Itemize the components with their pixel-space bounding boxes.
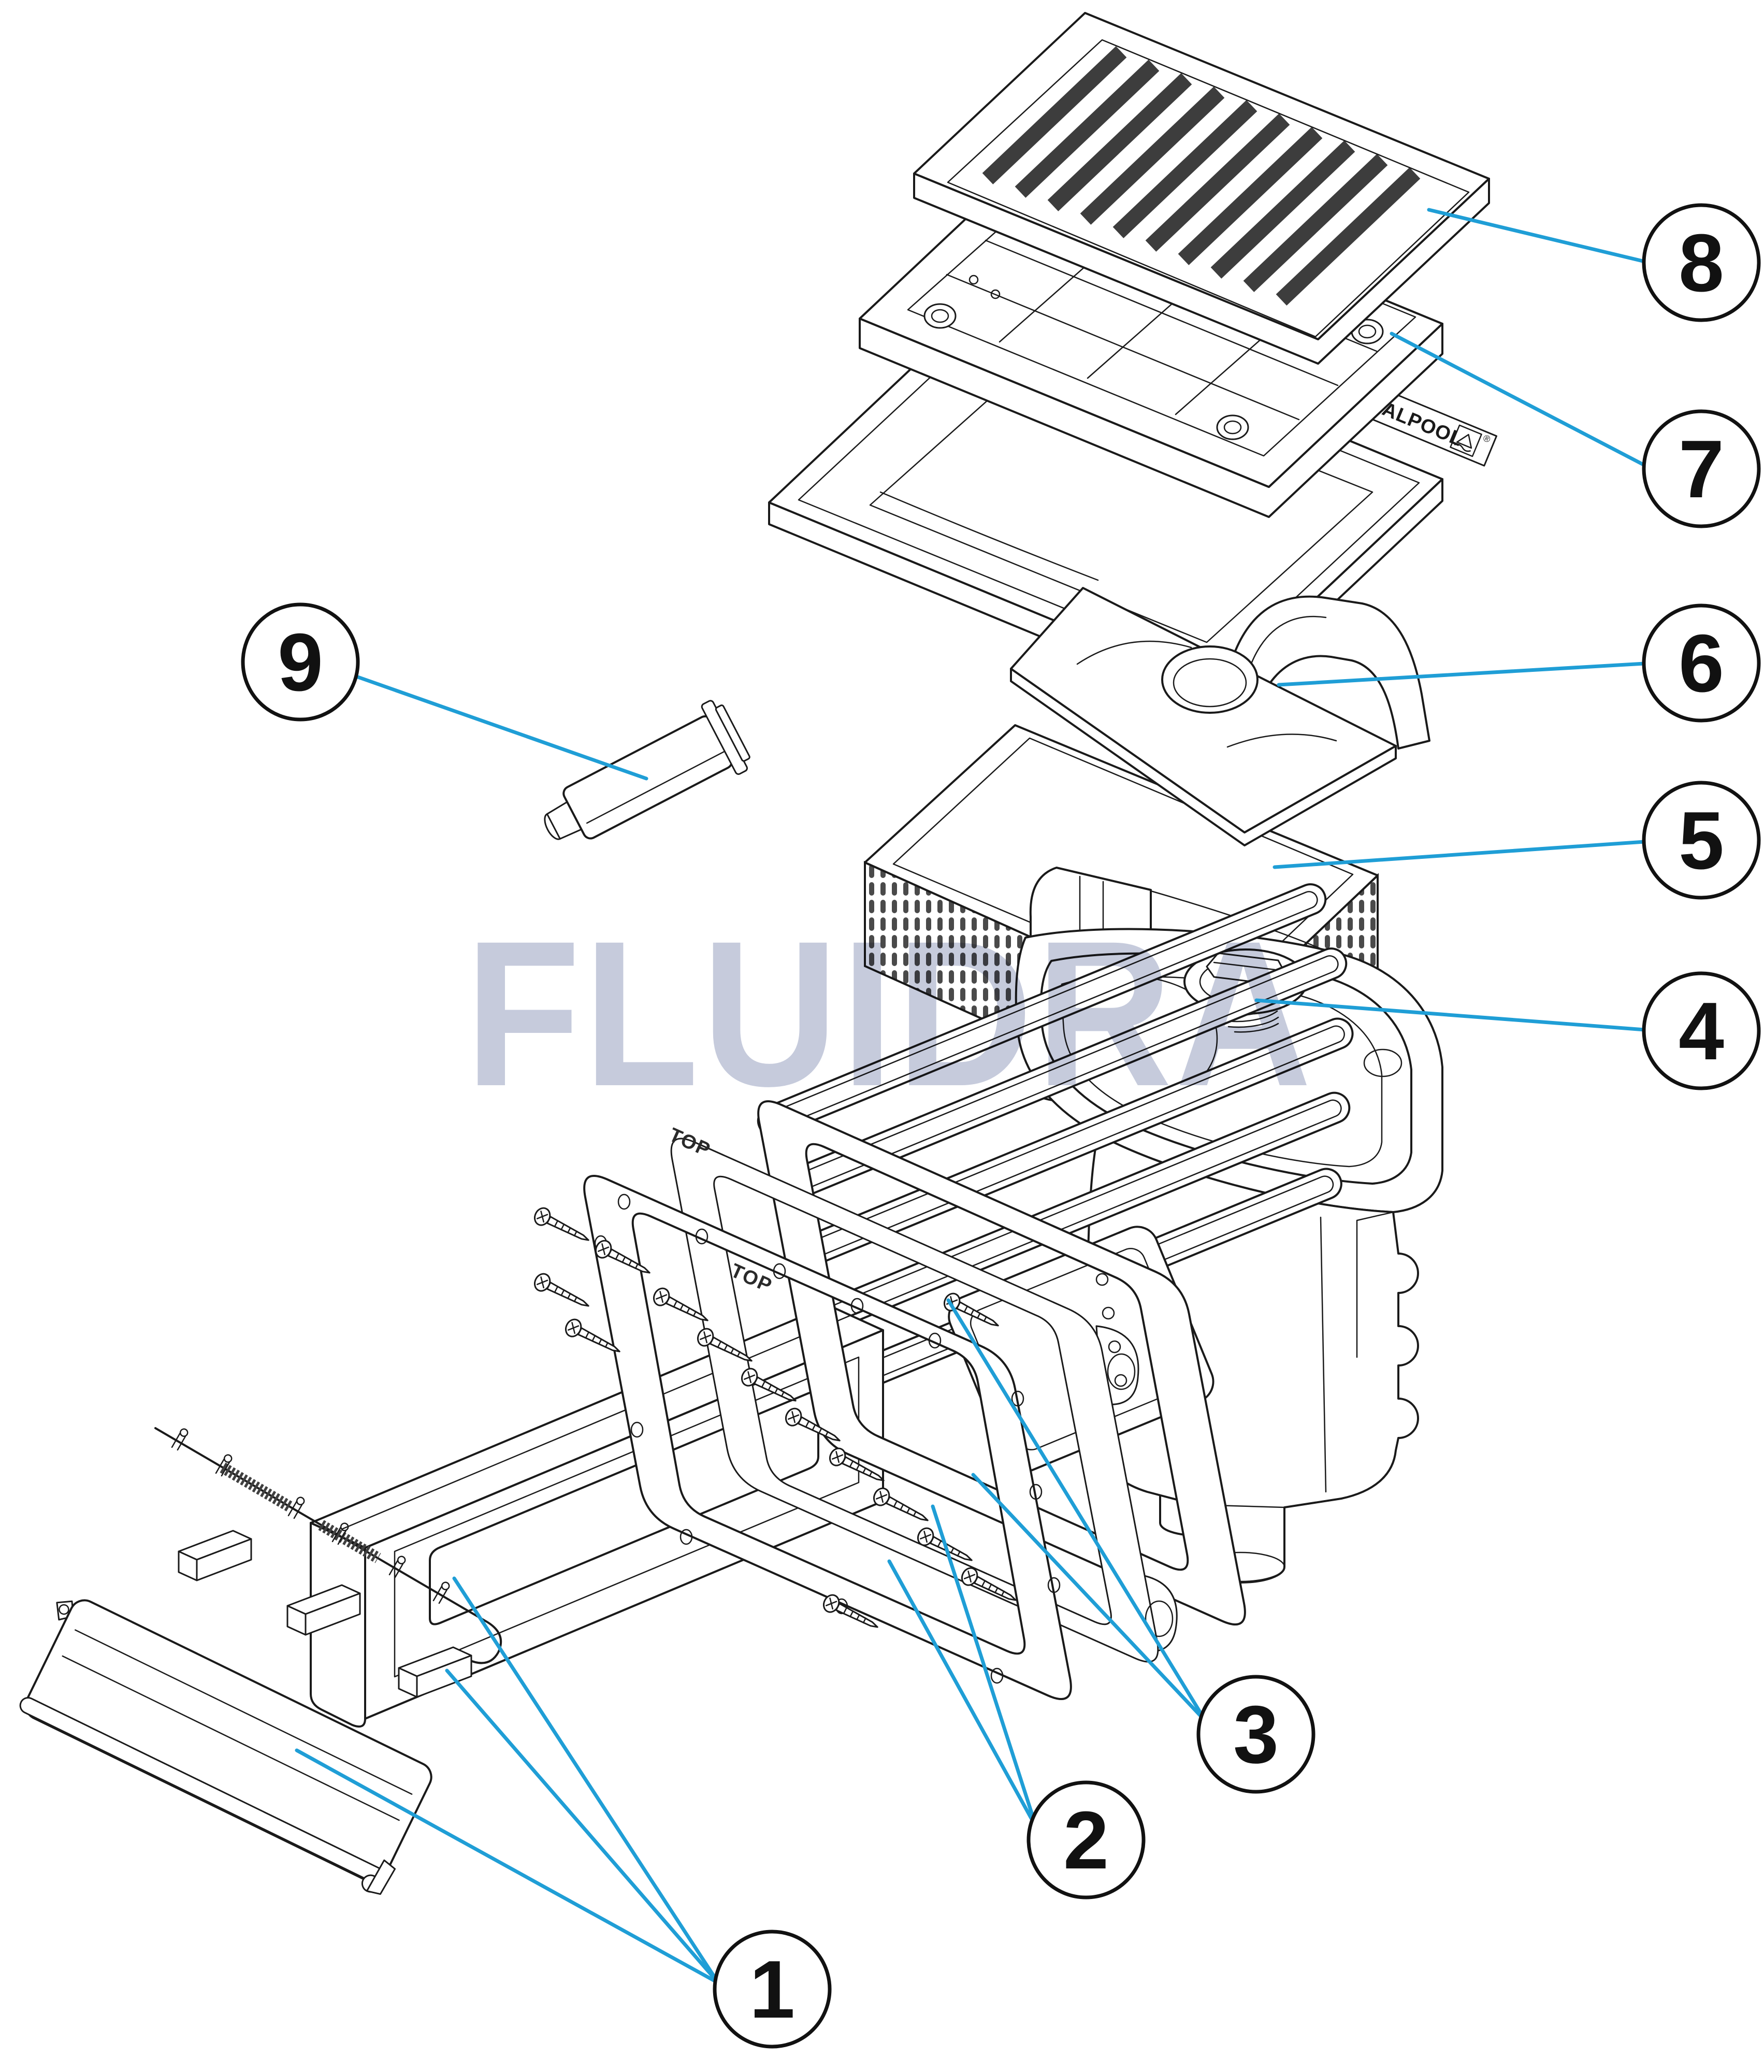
callout-number-1: 1 [749,1944,795,2035]
leader-line-1 [452,1576,720,1985]
weir-rod [154,1427,485,1621]
callouts-layer: 1 2 3 4 5 6 7 8 9 [241,203,1761,2049]
callout-circle-7 [1642,409,1761,528]
leader-line-1 [445,1668,720,1985]
weir-flap-assembly [19,1427,502,1895]
callout-circle-6 [1642,603,1761,723]
basket-lid-hole [1161,645,1259,714]
throat-opening [429,1391,819,1625]
callout-circle-1 [713,1930,832,2049]
leader-line-8 [1427,208,1647,264]
callout-9: 9 [241,602,648,781]
callout-number-5: 5 [1679,795,1724,886]
callout-3: 3 [946,1298,1315,1794]
callout-number-6: 6 [1679,618,1724,709]
body-rim-hole [1363,1048,1402,1077]
leader-line-3 [946,1298,1208,1723]
callout-number-2: 2 [1063,1795,1109,1886]
fluidra-watermark: FLUIDRA [465,898,1314,1129]
fixing-screws [533,1207,1017,1628]
weir-spring [318,1520,381,1563]
callout-number-9: 9 [278,617,323,708]
callout-number-3: 3 [1233,1689,1279,1780]
callout-4: 4 [1254,971,1761,1090]
leader-line-4 [1254,998,1647,1032]
callout-circle-2 [1026,1780,1146,1900]
callout-2: 2 [887,1504,1146,1900]
grate-top [913,12,1490,340]
leader-line-3 [971,1473,1208,1723]
callout-circle-8 [1642,203,1761,322]
callout-circle-9 [241,602,360,722]
callout-circle-3 [1196,1675,1315,1794]
weir-spring [220,1462,293,1512]
flap-weight-block [178,1530,252,1581]
callout-number-8: 8 [1679,218,1724,309]
leader-line-6 [1277,661,1646,687]
basket-lid [1010,587,1397,846]
leader-line-9 [356,675,648,781]
leader-line-5 [1273,840,1646,869]
callout-7: 7 [1390,332,1761,528]
extension-throat [310,1304,884,1728]
callout-8: 8 [1427,203,1761,322]
lubricant-tube [544,700,750,840]
callout-1: 1 [295,1576,832,2049]
flap-weight-block [286,1584,361,1636]
grate-cover [913,12,1490,365]
leader-line-1 [295,1748,720,1985]
callout-circle-5 [1642,781,1761,900]
leader-line-7 [1390,332,1649,468]
leader-line-2 [887,1559,1038,1830]
callout-circle-4 [1642,971,1761,1090]
callout-6: 6 [1277,603,1761,723]
clamp-frame [583,1174,1072,1701]
callout-number-4: 4 [1679,986,1724,1077]
leader-line-2 [931,1504,1038,1830]
flap-door [19,1599,432,1895]
weir-rod-clips [171,1428,450,1604]
brand-logo-box [1450,424,1482,457]
callout-5: 5 [1273,781,1761,900]
flap-weight-block [398,1646,472,1698]
grate-slots [982,46,1421,306]
flat-gasket [670,1138,1178,1663]
callout-number-7: 7 [1679,424,1724,515]
